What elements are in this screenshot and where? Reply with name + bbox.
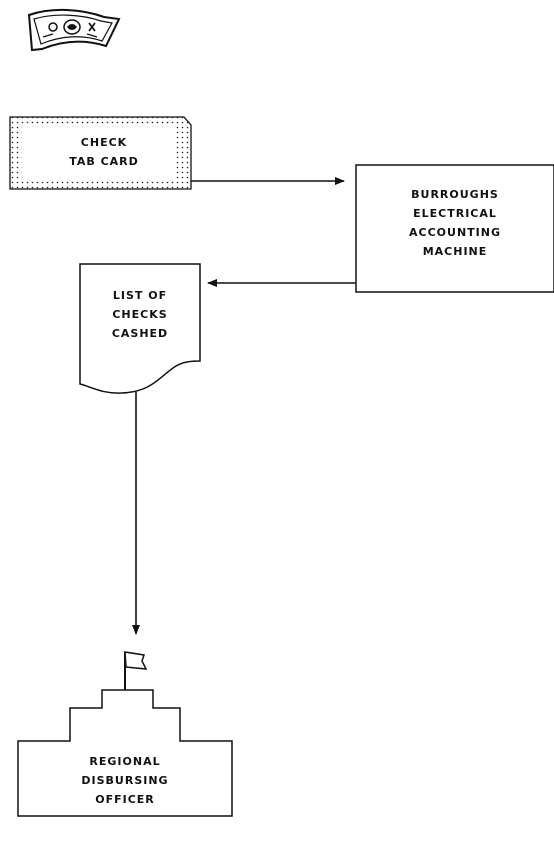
check-tab-card-line-2: TAB CARD: [69, 155, 139, 168]
accounting-machine-line-4: MACHINE: [422, 245, 488, 258]
disbursing-officer-line-2: DISBURSING: [81, 774, 169, 787]
check-list-line-1: LIST OF: [112, 289, 168, 302]
check-list-line-2: CHECKS: [112, 308, 168, 321]
disbursing-officer-node: [17, 689, 233, 817]
flag-icon: [124, 651, 148, 690]
check-tab-card-line-1: CHECK: [80, 136, 128, 149]
disbursing-officer-line-1: REGIONAL: [89, 755, 161, 768]
accounting-machine-label: BURROUGHS ELECTRICAL ACCOUNTING MACHINE: [372, 185, 538, 261]
disbursing-officer-label: REGIONAL DISBURSING OFFICER: [55, 752, 195, 809]
accounting-machine-node: [355, 164, 554, 293]
accounting-machine-line-2: ELECTRICAL: [413, 207, 497, 220]
check-list-document-node: [79, 263, 201, 394]
dollar-bill-icon: [27, 8, 121, 52]
check-list-label: LIST OF CHECKS CASHED: [95, 286, 185, 343]
check-tab-card-node: [9, 116, 192, 190]
accounting-machine-line-1: BURROUGHS: [411, 188, 499, 201]
check-tab-card-label: CHECK TAB CARD: [44, 133, 164, 171]
disbursing-officer-line-3: OFFICER: [95, 793, 155, 806]
check-list-line-3: CASHED: [111, 327, 169, 340]
accounting-machine-line-3: ACCOUNTING: [409, 226, 501, 239]
